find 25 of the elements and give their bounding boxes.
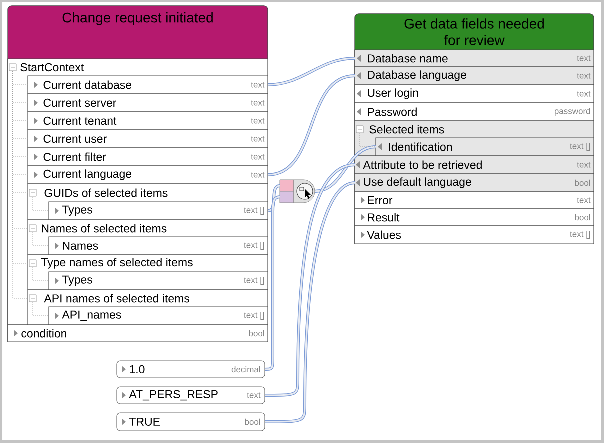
type-label: text (577, 198, 591, 204)
type-label: bool (249, 330, 264, 337)
connector (265, 182, 356, 424)
type-label: password (554, 108, 590, 116)
type-label: text (247, 392, 261, 398)
header-bar: Get data fields needed for review (355, 14, 594, 50)
connector (314, 146, 376, 193)
connector (265, 164, 356, 397)
type-label: decimal (232, 366, 260, 373)
type-label: bool (575, 214, 590, 221)
type-label: bool (575, 180, 590, 186)
type-label: text [] (570, 143, 590, 151)
connector (268, 74, 356, 176)
type-label: text (577, 73, 591, 79)
converter-symbol (280, 180, 316, 204)
connector (268, 57, 356, 86)
type-label: text (577, 56, 591, 62)
type-label: bool (245, 418, 260, 426)
connector (268, 184, 280, 212)
tree-line (360, 133, 376, 148)
type-label: text (577, 91, 591, 97)
connector (265, 196, 280, 371)
type-label: text (577, 162, 591, 168)
header-bar: Change request initiated (8, 6, 268, 59)
type-label: text [] (570, 231, 590, 239)
